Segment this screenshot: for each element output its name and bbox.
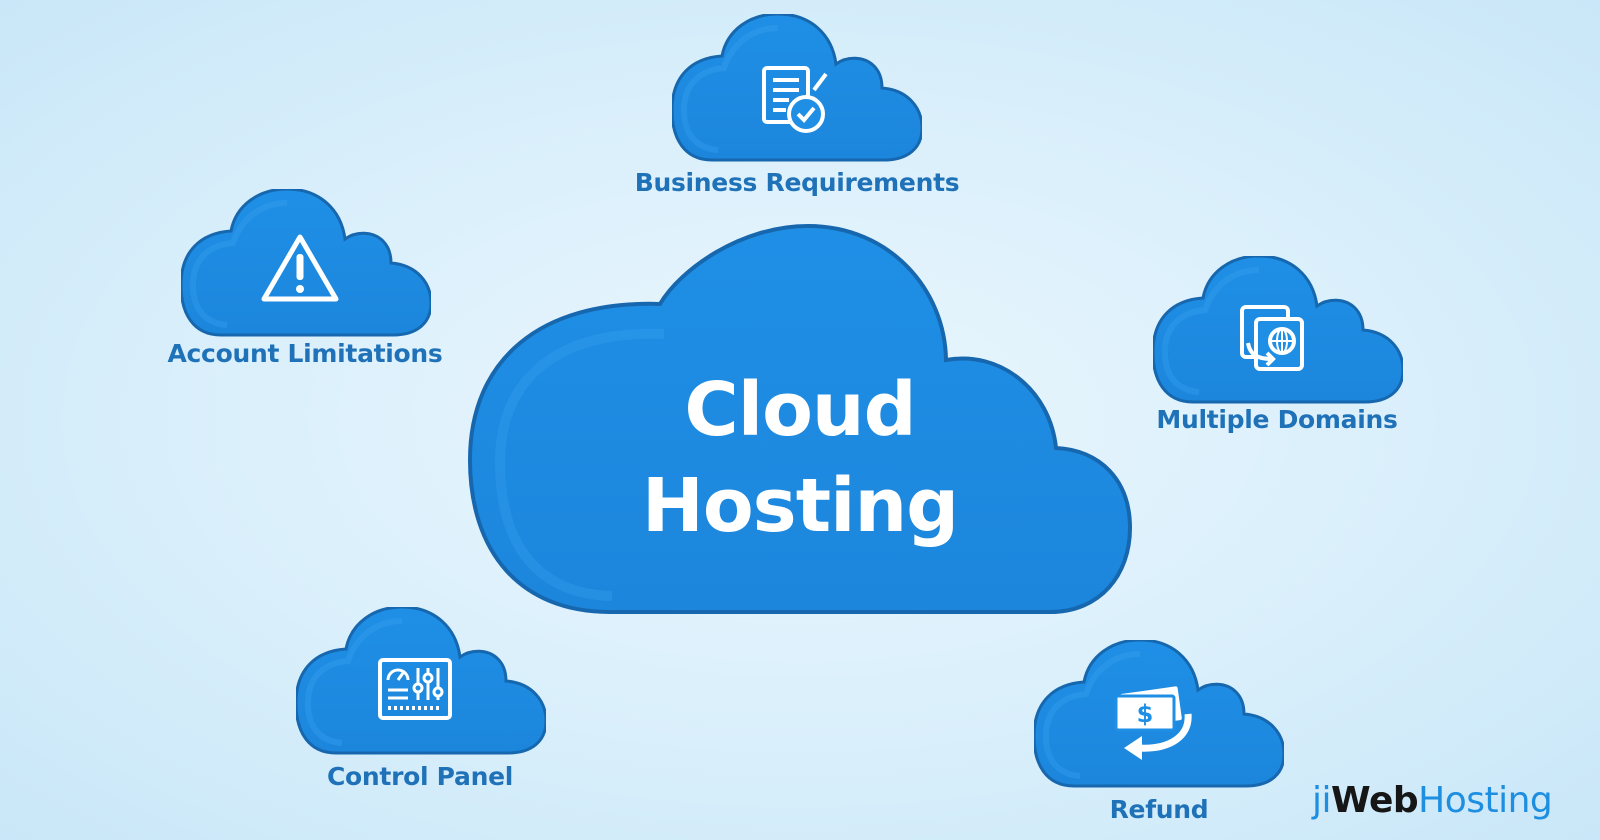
main-title: Cloud Hosting: [641, 362, 959, 554]
document-check-icon: [762, 66, 828, 133]
account-limitations-cloud: [181, 189, 431, 335]
control-panel-cloud: [296, 607, 546, 753]
control-panel-icon: [378, 658, 452, 720]
account-limitations-label: Account Limitations: [167, 339, 443, 368]
control-panel-label: Control Panel: [327, 762, 513, 791]
business-requirements-cloud: [672, 14, 922, 160]
logo-part-ji: ji: [1312, 780, 1332, 821]
business-requirements-label: Business Requirements: [634, 168, 960, 197]
main-title-line2: Hosting: [641, 463, 959, 549]
logo-part-web: Web: [1331, 780, 1419, 821]
multiple-domains-label: Multiple Domains: [1156, 405, 1398, 434]
logo-part-hosting: Hosting: [1418, 780, 1553, 821]
refund-label: Refund: [1109, 795, 1209, 824]
jiwebhosting-logo: jiWebHosting: [1312, 780, 1553, 821]
svg-text:$: $: [1137, 700, 1154, 728]
main-cloud: [467, 223, 1133, 614]
main-title-line1: Cloud: [684, 367, 916, 453]
globe-domains-icon: [1240, 305, 1304, 371]
money-refund-icon: $: [1114, 686, 1192, 760]
warning-icon: [261, 234, 339, 302]
